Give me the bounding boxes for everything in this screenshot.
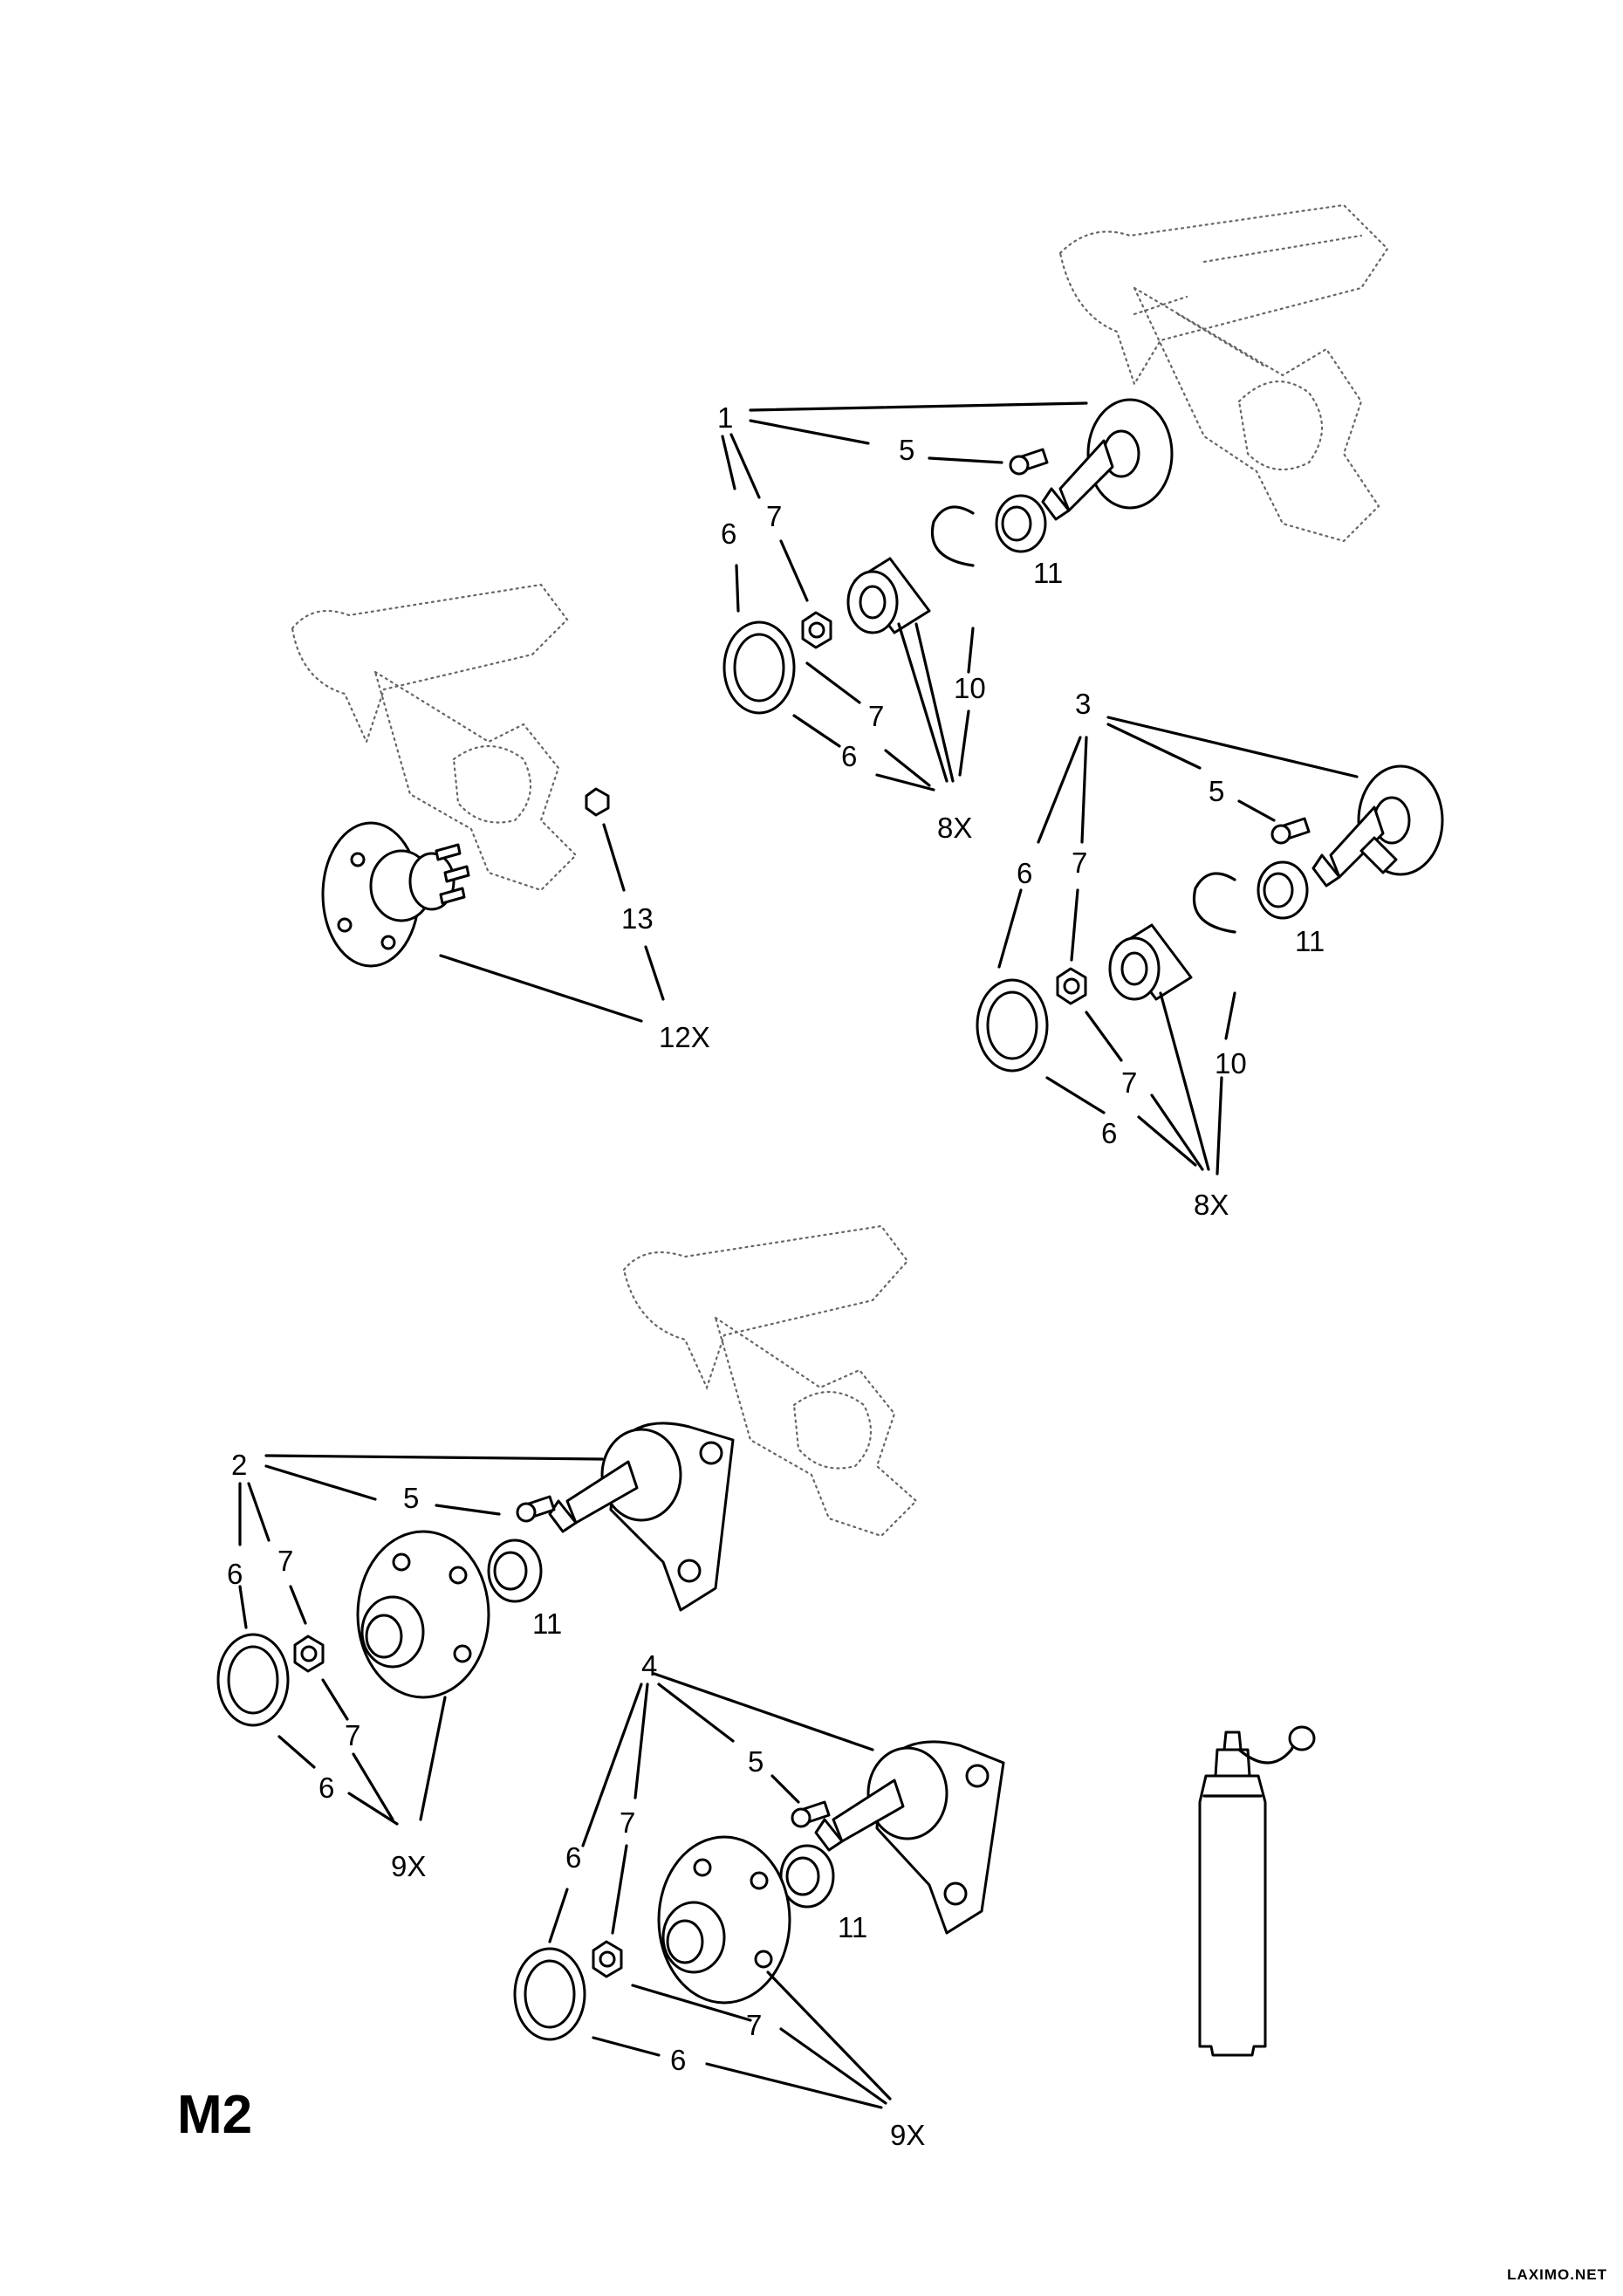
callout-6: 6 xyxy=(721,517,736,550)
bolt-5-g3 xyxy=(1270,817,1311,845)
bolt-5-g1 xyxy=(1009,448,1049,476)
callout-7b: 7 xyxy=(746,2009,762,2041)
leader-lines-g2 xyxy=(238,1454,604,1826)
axle-housing-top xyxy=(1058,203,1389,543)
callout-10: 10 xyxy=(1215,1047,1247,1079)
callout-6b: 6 xyxy=(318,1772,334,1804)
circlip-10-g3 xyxy=(1193,872,1236,934)
callout-8x: 8X xyxy=(1194,1189,1229,1221)
cap-6-g1 xyxy=(722,620,796,715)
cap-6-g4 xyxy=(513,1947,586,2041)
callout-9x: 9X xyxy=(890,2119,925,2151)
callout-7b: 7 xyxy=(345,1719,360,1751)
page-code: M2 xyxy=(177,2085,253,2145)
callout-5: 5 xyxy=(1209,775,1224,807)
bearing-11-g3 xyxy=(1257,860,1309,920)
callouts-g4: 4 5 6 7 11 7 6 9X xyxy=(565,1649,925,2151)
callout-7: 7 xyxy=(766,500,782,532)
cap-6-g3 xyxy=(976,978,1049,1073)
callout-11: 11 xyxy=(1295,925,1325,957)
nut-7-g1 xyxy=(801,611,832,649)
callout-8x: 8X xyxy=(937,812,972,844)
callouts-g2: 2 5 6 7 11 7 6 9X xyxy=(227,1449,562,1882)
nut-7-g2 xyxy=(293,1635,325,1673)
callout-7: 7 xyxy=(277,1545,293,1577)
bolt-5-g2 xyxy=(516,1495,556,1523)
nut-13 xyxy=(585,787,610,817)
callout-5: 5 xyxy=(899,434,914,466)
bolt-5-g4 xyxy=(791,1800,831,1828)
nut-7-g4 xyxy=(592,1940,623,1978)
nut-7-g3 xyxy=(1056,967,1087,1005)
callout-5: 5 xyxy=(748,1745,764,1778)
callout-6: 6 xyxy=(565,1841,581,1874)
callout-7: 7 xyxy=(620,1806,635,1839)
leader-lines-g4 xyxy=(548,1672,892,2109)
callouts-g3: 3 5 6 7 11 10 7 6 8X xyxy=(1017,688,1325,1221)
callout-11: 11 xyxy=(1033,557,1063,589)
callouts-g12: 13 12X xyxy=(621,902,710,1053)
callout-4: 4 xyxy=(641,1649,657,1682)
callout-13: 13 xyxy=(621,902,654,935)
axle-housing-lower xyxy=(622,1224,918,1538)
callout-6: 6 xyxy=(1017,857,1032,889)
stub-axle-bracket-2 xyxy=(548,1422,735,1612)
callout-6: 6 xyxy=(227,1558,243,1590)
watermark: LAXIMO.NET xyxy=(1507,2266,1607,2283)
callout-10: 10 xyxy=(954,672,986,704)
bearing-11-g2 xyxy=(487,1539,543,1603)
callout-6b: 6 xyxy=(841,740,857,772)
stub-axle-1 xyxy=(1041,398,1174,521)
circlip-10-g1 xyxy=(931,505,975,567)
callout-6b: 6 xyxy=(1101,1117,1117,1149)
hub-9-g2 xyxy=(356,1530,490,1699)
callout-7: 7 xyxy=(1072,846,1087,879)
hub-9-g4 xyxy=(657,1835,791,2005)
hub-flange-12 xyxy=(321,821,470,968)
callout-7b: 7 xyxy=(868,700,884,732)
leader-lines-g3 xyxy=(997,716,1359,1175)
leader-lines-g12 xyxy=(439,823,665,1023)
callout-11: 11 xyxy=(838,1911,867,1943)
callouts-g1: 1 5 6 7 11 10 7 6 8X xyxy=(717,401,1063,844)
callout-11: 11 xyxy=(532,1607,562,1640)
hub-bearing-8-g3 xyxy=(1108,923,1193,1001)
callout-9x: 9X xyxy=(391,1850,426,1882)
hub-bearing-8-g1 xyxy=(846,557,931,634)
leader-lines-g1 xyxy=(721,401,1088,792)
callout-5: 5 xyxy=(403,1482,419,1514)
cap-6-g2 xyxy=(216,1633,290,1727)
callout-2: 2 xyxy=(231,1449,247,1481)
callout-3: 3 xyxy=(1075,688,1091,720)
stub-axle-bracket-4 xyxy=(814,1740,1005,1935)
callout-6b: 6 xyxy=(670,2044,686,2076)
sealant-tube xyxy=(1198,1725,1316,2057)
bearing-11-g4 xyxy=(779,1844,835,1909)
callout-7b: 7 xyxy=(1121,1066,1137,1099)
axle-housing-left xyxy=(291,583,578,892)
stub-axle-3 xyxy=(1311,764,1444,888)
bearing-11-g1 xyxy=(995,494,1047,553)
callout-12x: 12X xyxy=(659,1021,710,1053)
callout-1: 1 xyxy=(717,401,733,434)
